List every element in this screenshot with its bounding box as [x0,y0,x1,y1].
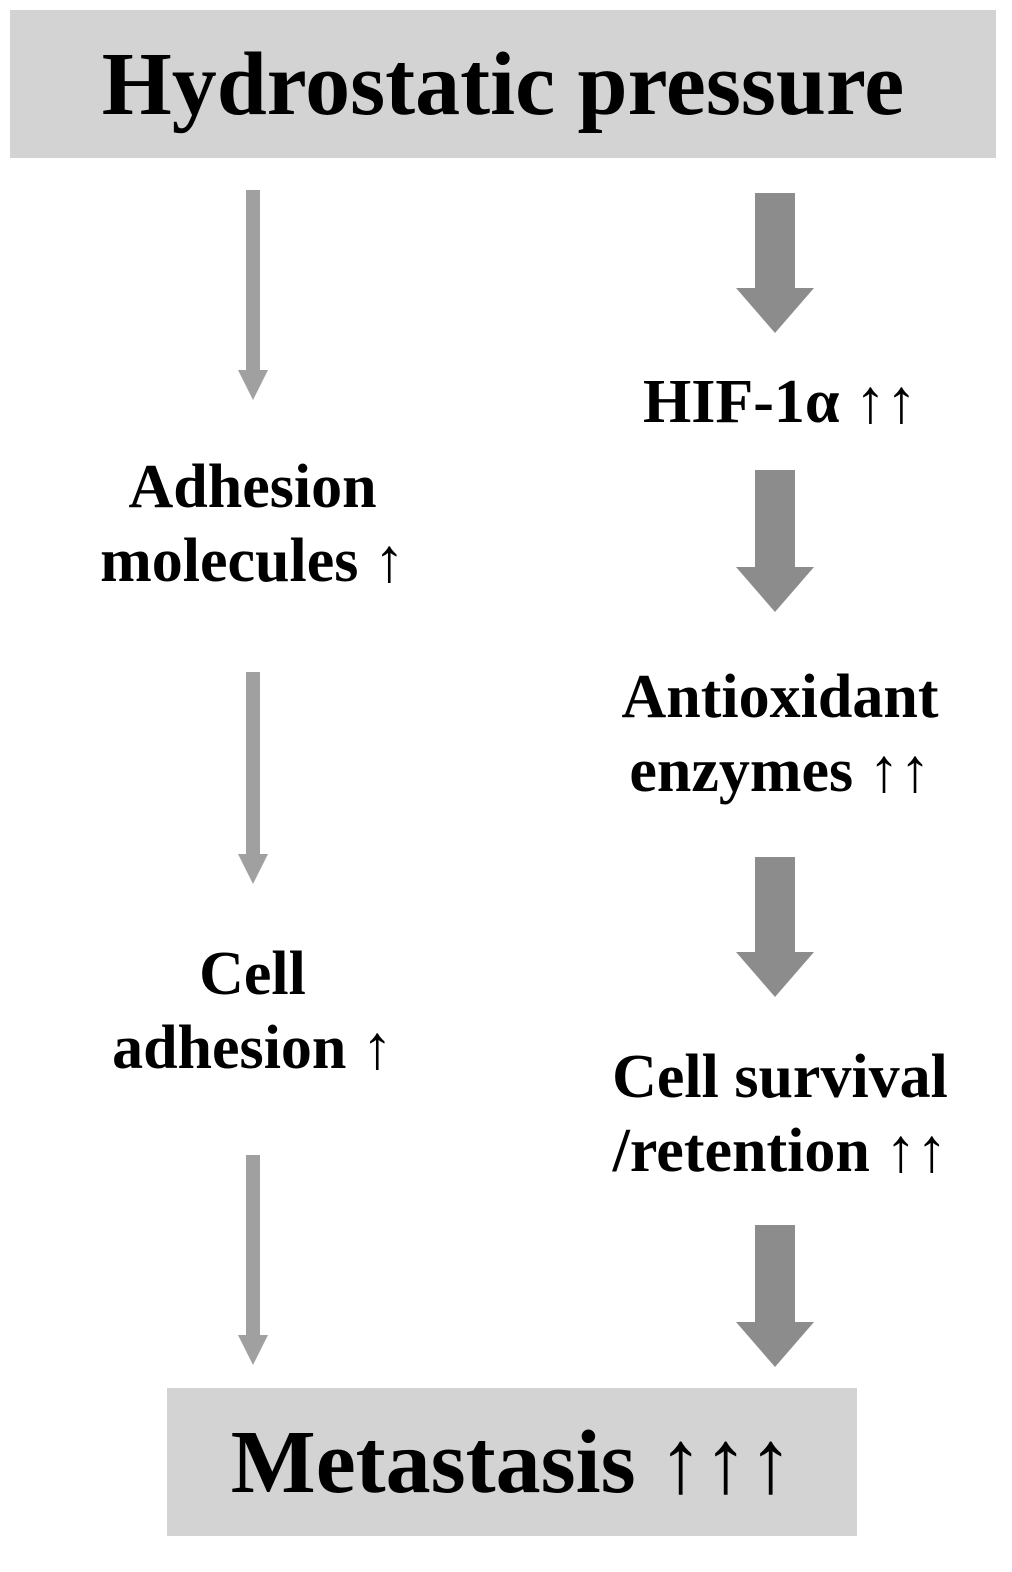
left-arrow-1 [238,190,268,400]
hydrostatic-pressure-box: Hydrostatic pressure [10,10,996,158]
metastasis-box: Metastasis ↑↑↑ [167,1388,857,1536]
right-arrow-3 [736,857,814,997]
left-arrow-2 [238,672,268,884]
cell-adhesion-line2: adhesion ↑ [112,1014,393,1083]
antioxidant-enzymes-line2: enzymes ↑↑ [629,737,931,806]
hydrostatic-pressure-label: Hydrostatic pressure [101,34,905,134]
adhesion-molecules-line2: molecules ↑ [100,527,405,596]
right-arrow-1 [736,193,814,333]
adhesion-molecules-line1: Adhesion [128,453,377,521]
cell-survival-line1: Cell survival [612,1043,948,1111]
adhesion-molecules-node: Adhesion molecules ↑ [0,450,505,599]
cell-adhesion-node: Cell adhesion ↑ [0,937,505,1086]
hif-1a-node: HIF-1α ↑↑ [555,365,1005,439]
antioxidant-enzymes-line1: Antioxidant [621,663,939,731]
antioxidant-enzymes-node: Antioxidant enzymes ↑↑ [555,660,1005,809]
right-arrow-2 [736,470,814,612]
right-arrow-4 [736,1225,814,1367]
metastasis-label: Metastasis ↑↑↑ [230,1412,794,1512]
cell-survival-node: Cell survival /retention ↑↑ [555,1040,1005,1189]
cell-adhesion-line1: Cell [199,940,306,1008]
cell-survival-line2: /retention ↑↑ [612,1117,948,1186]
hif-1a-label: HIF-1α ↑↑ [643,368,917,436]
left-arrow-3 [238,1155,268,1365]
